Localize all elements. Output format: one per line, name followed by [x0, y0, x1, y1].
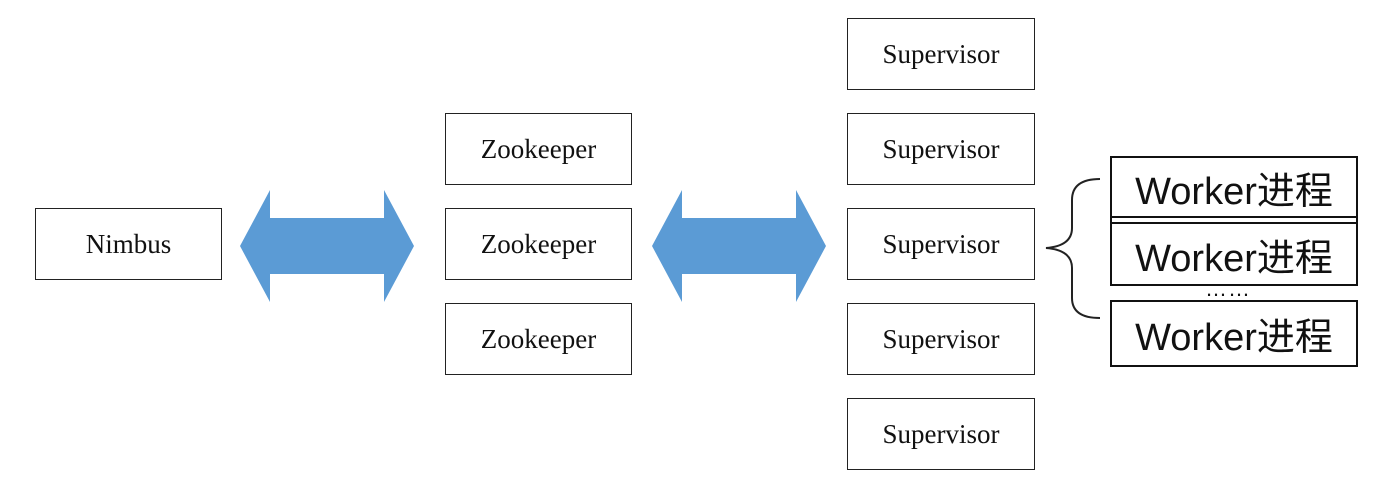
curly-brace-icon — [1045, 178, 1101, 319]
zookeeper-label: Zookeeper — [480, 323, 597, 354]
double-arrow-nimbus-zookeeper — [240, 190, 414, 302]
supervisor-node-2: Supervisor — [847, 113, 1035, 185]
worker-node-2: Worker进程 — [1112, 222, 1356, 284]
zookeeper-node-3: Zookeeper — [445, 303, 632, 375]
supervisor-node-3: Supervisor — [847, 208, 1035, 280]
supervisor-node-5: Supervisor — [847, 398, 1035, 470]
zookeeper-node-2: Zookeeper — [445, 208, 632, 280]
zookeeper-label: Zookeeper — [480, 133, 597, 164]
supervisor-label: Supervisor — [882, 38, 1000, 69]
worker-node-1: Worker进程 — [1112, 158, 1356, 218]
worker-node-3: Worker进程 — [1110, 300, 1358, 367]
supervisor-label: Supervisor — [882, 133, 1000, 164]
zookeeper-node-1: Zookeeper — [445, 113, 632, 185]
nimbus-label: Nimbus — [85, 228, 172, 259]
worker-ellipsis: …… — [1205, 276, 1251, 301]
supervisor-node-1: Supervisor — [847, 18, 1035, 90]
nimbus-node: Nimbus — [35, 208, 222, 280]
zookeeper-label: Zookeeper — [480, 228, 597, 259]
worker-label: Worker进程 — [1135, 170, 1333, 213]
supervisor-label: Supervisor — [882, 228, 1000, 259]
supervisor-label: Supervisor — [882, 418, 1000, 449]
double-arrow-zookeeper-supervisor — [652, 190, 826, 302]
supervisor-label: Supervisor — [882, 323, 1000, 354]
worker-label: Worker进程 — [1135, 237, 1333, 280]
supervisor-node-4: Supervisor — [847, 303, 1035, 375]
worker-label: Worker进程 — [1135, 317, 1333, 359]
